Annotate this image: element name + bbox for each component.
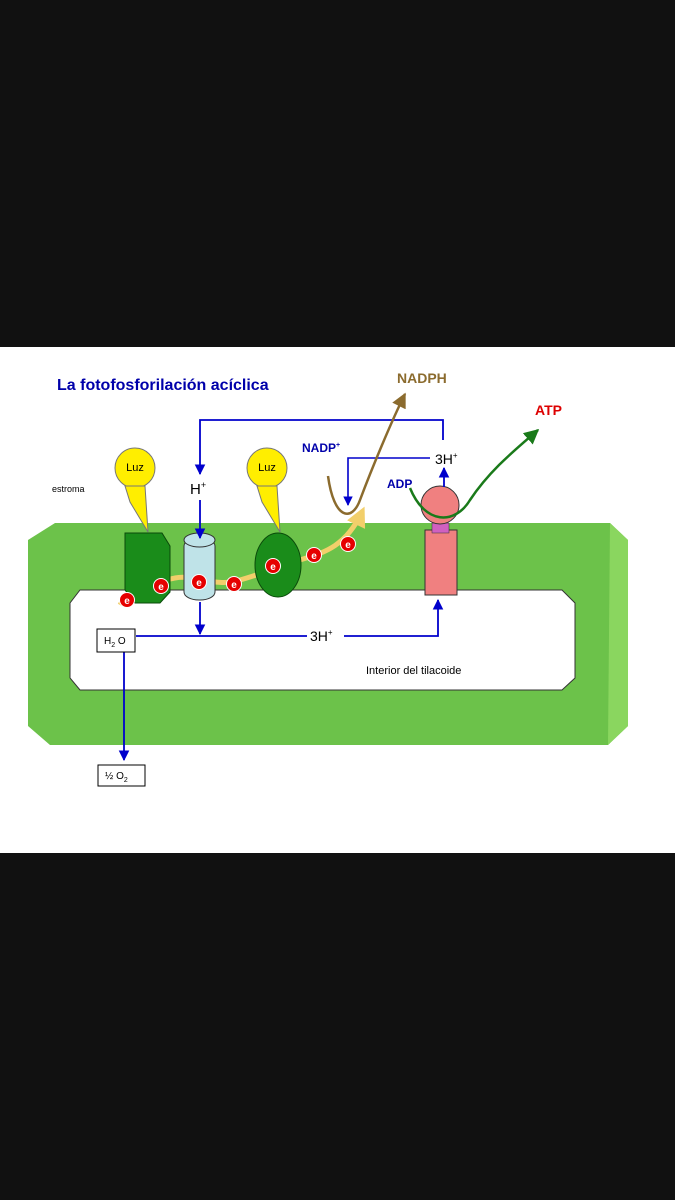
water-box (96, 628, 136, 653)
water-label: H2 O (104, 636, 126, 649)
diagram-title: La fotofosforilación acíclica (57, 377, 269, 394)
oxygen-label: ½ O2 (105, 771, 128, 784)
svg-text:e: e (345, 540, 351, 551)
atp-label: ATP (535, 402, 562, 418)
electron-2: e (153, 578, 169, 594)
nadph-arrow (326, 392, 407, 515)
three-h-lumen-label: 3H+ (310, 628, 333, 644)
light-label-2: Luz (258, 462, 276, 474)
membrane-edge (608, 523, 628, 745)
electron-1: e (119, 592, 135, 608)
electron-5: e (265, 558, 281, 574)
light-ray-2 (256, 485, 281, 533)
atp-synthase-neck (431, 522, 450, 534)
stroma-label: estroma (52, 484, 85, 494)
nadp-label: NADP+ (302, 441, 340, 455)
light-label-1: Luz (126, 462, 144, 474)
svg-text:e: e (158, 582, 164, 593)
atp-synthase-stalk (424, 529, 458, 596)
lumen-label: Interior del tilacoide (366, 665, 461, 677)
electron-7: e (340, 536, 356, 552)
oxygen-box (97, 764, 146, 787)
proton-synthase-arrow (344, 598, 444, 637)
electron-3: e (191, 574, 207, 590)
electron-4: e (226, 576, 242, 592)
adp-label: ADP (387, 477, 412, 491)
electron-6: e (306, 547, 322, 563)
h-plus-label: H+ (190, 480, 206, 498)
svg-text:e: e (196, 578, 202, 589)
svg-text:e: e (270, 562, 276, 573)
light-ray-1 (124, 485, 149, 533)
svg-text:e: e (231, 580, 237, 591)
svg-text:e: e (124, 596, 130, 607)
atp-arrow (408, 429, 540, 519)
nadph-label: NADPH (397, 370, 447, 386)
proton-return-arrow (194, 419, 444, 476)
nadp-proton-arrow (343, 457, 430, 506)
three-h-top-label: 3H+ (435, 451, 458, 467)
thylakoid-lumen (69, 589, 576, 691)
svg-text:e: e (311, 551, 317, 562)
